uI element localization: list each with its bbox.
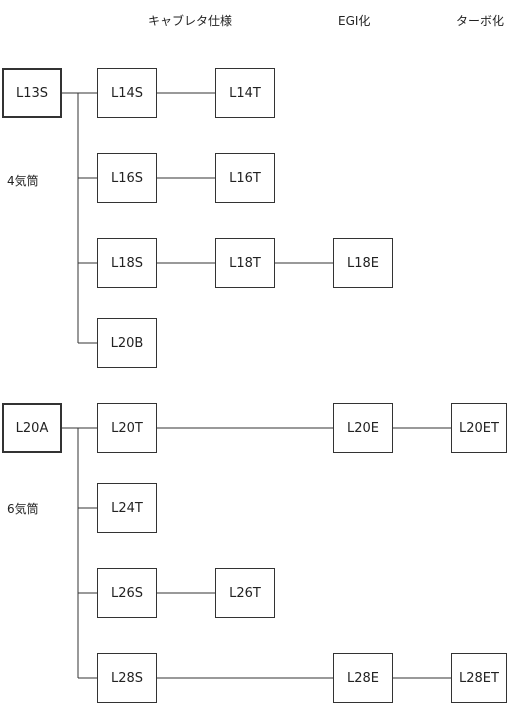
node-l26t: L26T (215, 568, 275, 618)
node-l28e: L28E (333, 653, 393, 703)
node-l18s: L18S (97, 238, 157, 288)
node-l20et: L20ET (451, 403, 507, 453)
node-l20t: L20T (97, 403, 157, 453)
node-l24t: L24T (97, 483, 157, 533)
node-l14t: L14T (215, 68, 275, 118)
node-l26s: L26S (97, 568, 157, 618)
node-l18e: L18E (333, 238, 393, 288)
node-l14s: L14S (97, 68, 157, 118)
node-l20b: L20B (97, 318, 157, 368)
node-l18t: L18T (215, 238, 275, 288)
node-l20e: L20E (333, 403, 393, 453)
header-turbo: ターボ化 (456, 14, 505, 28)
node-l28s: L28S (97, 653, 157, 703)
header-carburetor: キャブレタ仕様 (148, 14, 233, 28)
group-label-6cyl: 6気筒 (7, 502, 39, 516)
node-l20a: L20A (2, 403, 62, 453)
node-l16t: L16T (215, 153, 275, 203)
node-l13s: L13S (2, 68, 62, 118)
group-label-4cyl: 4気筒 (7, 174, 39, 188)
node-l28et: L28ET (451, 653, 507, 703)
node-l16s: L16S (97, 153, 157, 203)
header-egi: EGI化 (338, 14, 371, 28)
